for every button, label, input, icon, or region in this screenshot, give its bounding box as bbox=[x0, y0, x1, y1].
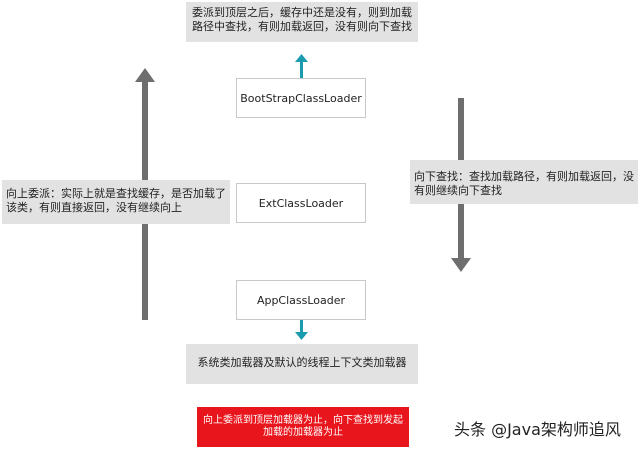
app-classloader-box: AppClassLoader bbox=[236, 280, 366, 320]
bootstrap-to-top-note-arrow bbox=[295, 54, 308, 78]
app-to-bottom-note-arrow bbox=[295, 320, 308, 340]
top-level-note: 委派到顶层之后，缓存中还是没有，则到加载路径中查找，有则加载返回，没有则向下查找 bbox=[186, 2, 418, 42]
system-classloader-note: 系统类加载器及默认的线程上下文类加载器 bbox=[186, 344, 418, 384]
ext-classloader-box: ExtClassLoader bbox=[236, 183, 366, 223]
bootstrap-classloader-box: BootStrapClassLoader bbox=[236, 78, 366, 118]
app-classloader-label: AppClassLoader bbox=[256, 293, 346, 307]
summary-red-box: 向上委派到顶层加载器为止，向下查找到发起加载的加载器为止 bbox=[197, 407, 409, 447]
watermark-text: 头条 @Java架构师追风 bbox=[454, 420, 621, 439]
upward-delegation-note: 向上委派：实际上就是查找缓存，是否加载了该类，有则直接返回，没有继续向上 bbox=[2, 180, 230, 224]
bootstrap-classloader-label: BootStrapClassLoader bbox=[240, 91, 362, 105]
downward-search-note: 向下查找：查找加载路径，有则加载返回，没有则继续向下查找 bbox=[410, 160, 638, 204]
ext-classloader-label: ExtClassLoader bbox=[258, 196, 344, 210]
